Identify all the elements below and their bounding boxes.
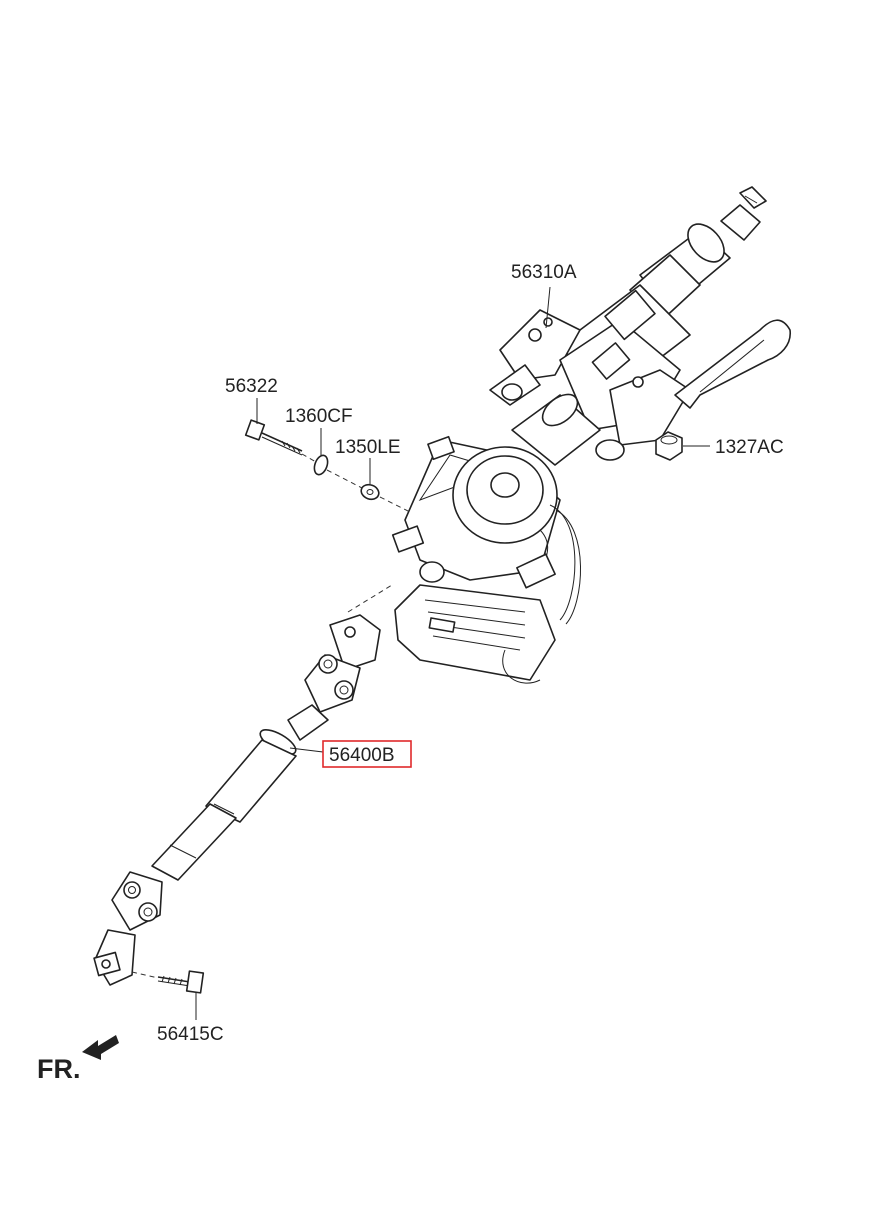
leader-56310a [545,286,551,329]
label-1327ac[interactable]: 1327AC [715,437,784,458]
highlight-box-56400b [322,740,412,768]
label-1360cf[interactable]: 1360CF [285,406,353,427]
label-56400b[interactable]: 56400B [329,745,395,766]
shaft-clamp-bolt[interactable] [157,970,205,994]
steering-column-assembly[interactable] [391,186,791,684]
column-mounting-bolt[interactable] [244,419,303,456]
intermediate-shaft[interactable] [93,614,381,986]
leader-56400b [289,747,324,753]
label-56310a[interactable]: 56310A [511,262,577,283]
front-arrow-icon [82,1035,119,1060]
label-1350le[interactable]: 1350LE [335,437,401,458]
washer-1360cf[interactable] [312,454,330,477]
label-56415c[interactable]: 56415C [157,1024,224,1045]
column-nut[interactable] [655,431,683,461]
label-56322[interactable]: 56322 [225,376,278,397]
front-indicator: FR. [37,1054,81,1084]
washer-1350le[interactable] [359,482,381,501]
